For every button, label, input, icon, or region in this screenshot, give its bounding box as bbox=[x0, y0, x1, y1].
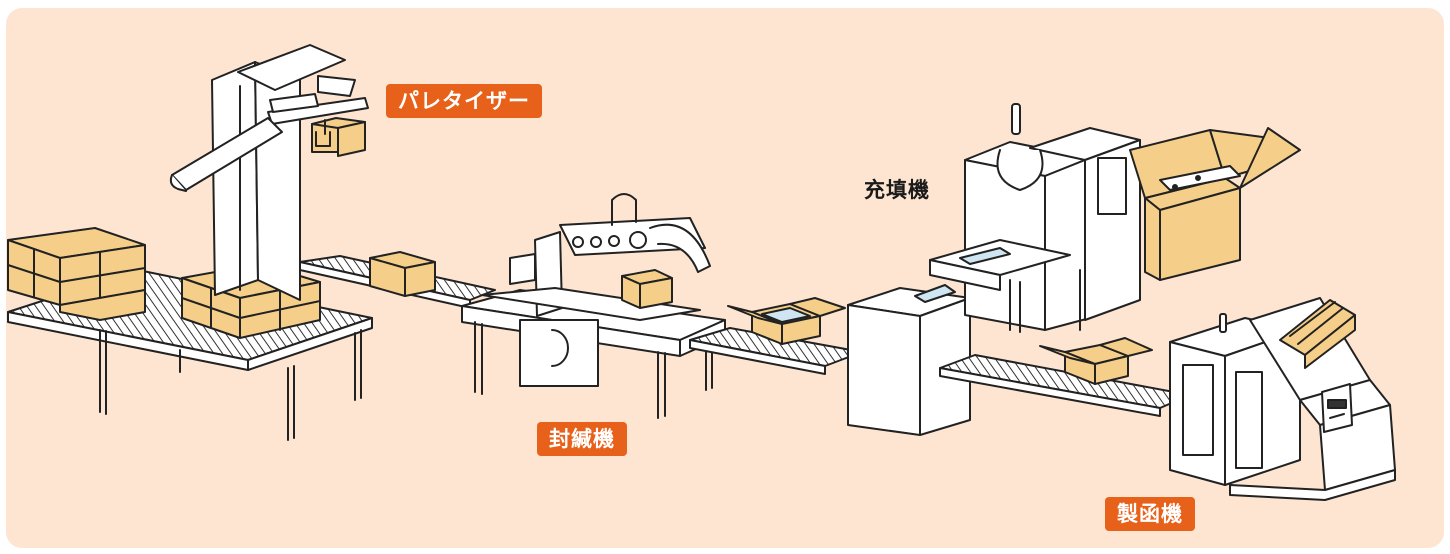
box-maker-machine bbox=[1169, 297, 1396, 501]
carton-on-conveyor-1 bbox=[369, 251, 436, 297]
sealer-machine bbox=[461, 193, 726, 419]
filler-machine bbox=[847, 103, 1141, 436]
box-maker-label: 製函機 bbox=[1105, 497, 1195, 531]
large-carton-right bbox=[1129, 127, 1301, 281]
open-carton-3 bbox=[1039, 337, 1153, 385]
palletizer-label: パレタイザー bbox=[386, 84, 542, 118]
conveyor-segment-2 bbox=[689, 327, 863, 375]
palletizer-machine bbox=[169, 44, 369, 301]
filler-label: 充填機 bbox=[864, 178, 930, 202]
conveyor-segment-3 bbox=[939, 354, 1191, 417]
sealer-label: 封緘機 bbox=[537, 422, 627, 456]
open-carton-2 bbox=[727, 297, 846, 345]
box-stack-left bbox=[7, 227, 146, 321]
